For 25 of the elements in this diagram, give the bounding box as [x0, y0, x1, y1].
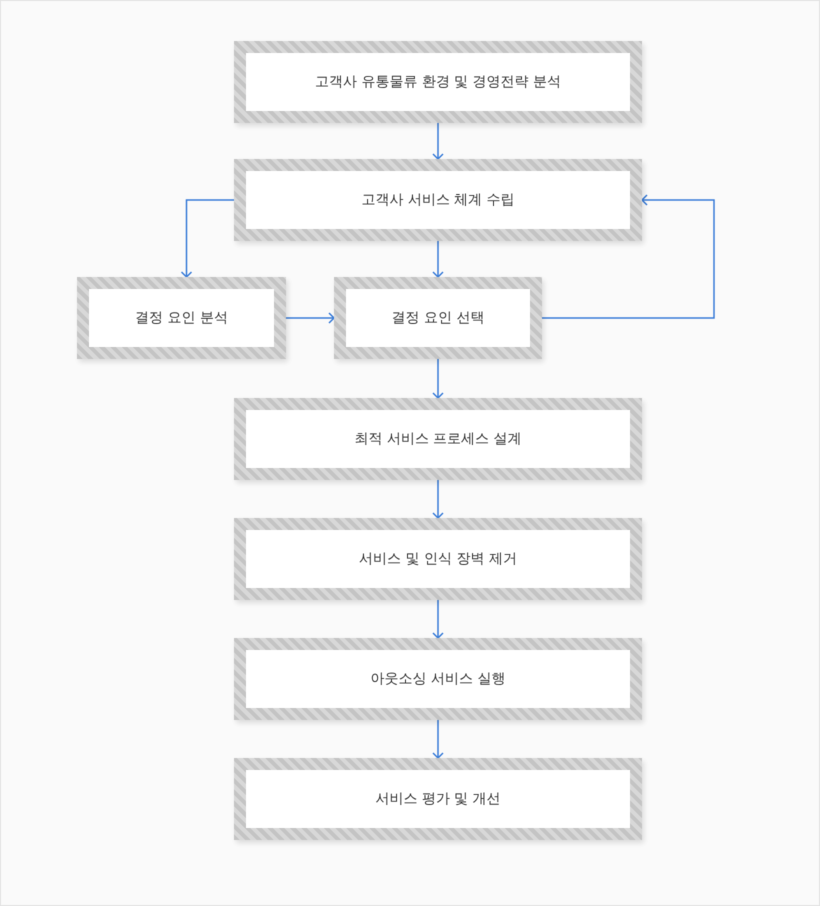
arrow — [432, 480, 444, 519]
box-label: 결정 요인 분석 — [135, 308, 228, 328]
process-box — [234, 41, 642, 123]
box-label: 서비스 및 인식 장벽 제거 — [359, 550, 517, 568]
arrow — [286, 312, 335, 324]
process-box — [234, 159, 642, 241]
box-label: 최적 서비스 프로세스 설계 — [354, 430, 522, 448]
arrow — [432, 600, 444, 639]
process-box — [234, 638, 642, 720]
box-label: 아웃소싱 서비스 실행 — [370, 670, 506, 688]
process-box — [234, 758, 642, 840]
box-label: 결정 요인 선택 — [392, 308, 484, 328]
process-box — [234, 398, 642, 480]
box-label: 고객사 서비스 체계 수립 — [361, 190, 515, 210]
process-box — [334, 277, 542, 359]
arrow — [432, 359, 444, 399]
box-label: 고객사 유통물류 환경 및 경영전략 분석 — [314, 72, 562, 92]
arrow — [542, 194, 715, 319]
process-box — [77, 277, 286, 359]
arrow — [432, 720, 444, 759]
arrow — [432, 123, 444, 160]
arrow — [432, 241, 444, 278]
arrow — [180, 199, 234, 278]
box-label: 서비스 평가 및 개선 — [375, 790, 501, 808]
process-box — [234, 518, 642, 600]
